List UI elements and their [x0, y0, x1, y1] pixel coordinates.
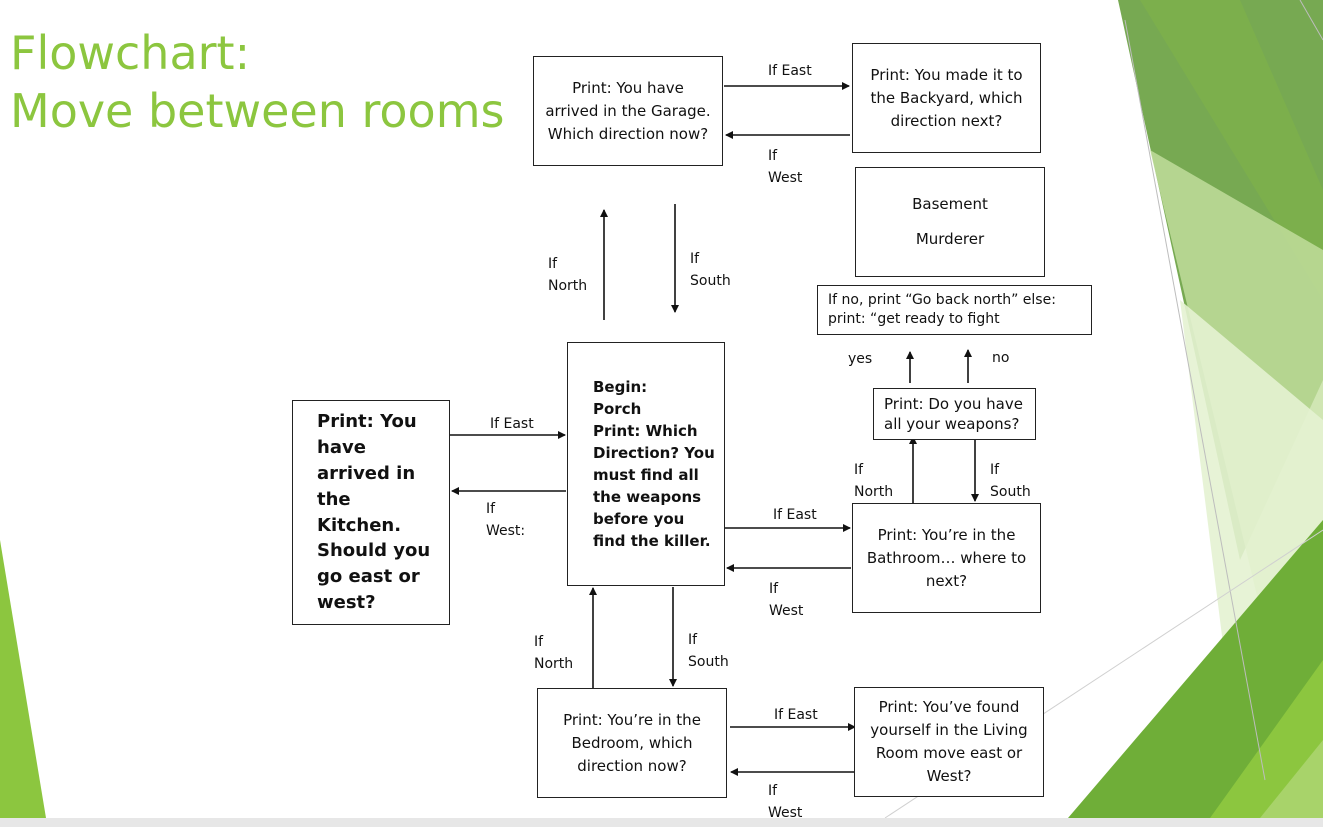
bedroom-line-1: Print: You’re in the: [563, 710, 701, 729]
bathroom-line-1: Print: You’re in the: [877, 525, 1016, 544]
porch-line-4: Direction? You: [593, 444, 715, 462]
label-bathroom-west-line-1: If: [769, 581, 779, 597]
label-bedroom-north: If North: [534, 631, 573, 675]
bottom-bar: [0, 818, 1323, 827]
label-garage-east: If East: [768, 60, 812, 82]
label-living-west: If West: [768, 780, 802, 824]
label-porch-north-line-1: If: [548, 256, 558, 272]
label-bathroom-south-line-1: If: [990, 462, 1000, 478]
bedroom-line-2: Bedroom, which: [571, 733, 693, 752]
kitchen-line-8: west?: [317, 591, 376, 613]
label-bedroom-east: If East: [774, 704, 818, 726]
porch-line-8: find the killer.: [593, 532, 711, 550]
backyard-line-2: the Backyard, which: [870, 88, 1023, 107]
slide-title: Flowchart: Move between rooms: [10, 24, 504, 140]
label-kitchen-east: If East: [490, 413, 534, 435]
label-porch-east-text: If East: [773, 507, 817, 523]
node-weapons-check: Print: Do you have all your weapons?: [873, 388, 1036, 440]
label-yes: yes: [848, 348, 872, 370]
label-porch-west-line-1: If: [486, 501, 496, 517]
bathroom-line-3: next?: [925, 571, 968, 590]
node-bedroom: Print: You’re in the Bedroom, which dire…: [537, 688, 727, 798]
garage-line-1: Print: You have: [572, 78, 684, 97]
label-garage-south: If South: [690, 248, 731, 292]
label-porch-south-line-1: If: [688, 632, 698, 648]
label-bathroom-south-line-2: South: [990, 484, 1031, 500]
kitchen-line-2: have: [317, 437, 366, 459]
weapons-check-line-1: Print: Do you have: [884, 395, 1023, 413]
label-porch-south-line-2: South: [688, 654, 729, 670]
label-bathroom-west: If West: [769, 578, 803, 622]
label-garage-east-text: If East: [768, 63, 812, 79]
label-garage-south-line-2: South: [690, 273, 731, 289]
label-bathroom-north: If North: [854, 459, 893, 503]
living-room-line-1: Print: You’ve found: [878, 698, 1020, 716]
label-porch-west-line-2: West:: [486, 523, 526, 539]
kitchen-line-1: Print: You: [317, 411, 417, 433]
title-line-2: Move between rooms: [10, 84, 505, 138]
node-living-room: Print: You’ve found yourself in the Livi…: [854, 687, 1044, 797]
kitchen-line-3: arrived in: [317, 462, 416, 484]
label-bathroom-north-line-1: If: [854, 462, 864, 478]
kitchen-line-5: Kitchen.: [317, 514, 402, 536]
label-porch-west: If West:: [486, 498, 525, 542]
label-bathroom-south: If South: [990, 459, 1031, 503]
label-no: no: [992, 347, 1009, 369]
porch-line-7: before you: [593, 510, 685, 528]
living-room-line-4: West?: [926, 767, 972, 785]
backyard-line-1: Print: You made it to: [870, 65, 1023, 84]
label-porch-north: If North: [548, 253, 587, 297]
living-room-line-3: Room move east or: [875, 744, 1023, 762]
backyard-line-3: direction next?: [890, 111, 1003, 130]
node-fight-prompt: If no, print “Go back north” else: print…: [817, 285, 1092, 335]
bathroom-line-2: Bathroom… where to: [866, 548, 1027, 567]
label-backyard-west: If West: [768, 145, 802, 189]
porch-line-3: Print: Which: [593, 422, 698, 440]
porch-line-5: must find all: [593, 466, 699, 484]
label-living-west-line-1: If: [768, 783, 778, 799]
living-room-line-2: yourself in the Living: [870, 721, 1028, 739]
basement-line-1: Basement: [912, 195, 988, 213]
label-kitchen-east-text: If East: [490, 416, 534, 432]
node-bathroom: Print: You’re in the Bathroom… where to …: [852, 503, 1041, 613]
label-backyard-west-line-1: If: [768, 148, 778, 164]
kitchen-line-7: go east or: [317, 566, 420, 588]
label-bathroom-west-line-2: West: [769, 603, 804, 619]
bedroom-line-3: direction now?: [577, 756, 687, 775]
kitchen-line-6: Should you: [317, 540, 431, 562]
label-bathroom-north-line-2: North: [854, 484, 894, 500]
fight-prompt-line-1: If no, print “Go back north” else:: [828, 292, 1056, 308]
label-porch-east: If East: [773, 504, 817, 526]
label-bedroom-north-line-1: If: [534, 634, 544, 650]
weapons-check-line-2: all your weapons?: [884, 415, 1020, 433]
node-basement: Basement Murderer: [855, 167, 1045, 277]
node-backyard: Print: You made it to the Backyard, whic…: [852, 43, 1041, 153]
garage-line-2: arrived in the Garage.: [545, 101, 711, 120]
garage-line-3: Which direction now?: [547, 124, 709, 143]
node-porch: Begin: Porch Print: Which Direction? You…: [567, 342, 725, 586]
label-yes-text: yes: [848, 351, 873, 367]
basement-line-2: Murderer: [915, 230, 985, 248]
label-no-text: no: [992, 350, 1010, 366]
porch-line-6: the weapons: [593, 488, 702, 506]
label-porch-north-line-2: North: [548, 278, 588, 294]
kitchen-line-4: the: [317, 488, 351, 510]
title-line-1: Flowchart:: [10, 26, 251, 80]
label-living-west-line-2: West: [768, 805, 803, 821]
label-bedroom-north-line-2: North: [534, 656, 574, 672]
label-backyard-west-line-2: West: [768, 170, 803, 186]
porch-line-1: Begin:: [593, 378, 648, 396]
label-porch-south: If South: [688, 629, 729, 673]
label-bedroom-east-text: If East: [774, 707, 818, 723]
label-garage-south-line-1: If: [690, 251, 700, 267]
node-garage: Print: You have arrived in the Garage. W…: [533, 56, 723, 166]
node-kitchen: Print: You have arrived in the Kitchen. …: [292, 400, 450, 625]
porch-line-2: Porch: [593, 400, 642, 418]
fight-prompt-line-2: print: “get ready to fight: [828, 311, 1000, 327]
